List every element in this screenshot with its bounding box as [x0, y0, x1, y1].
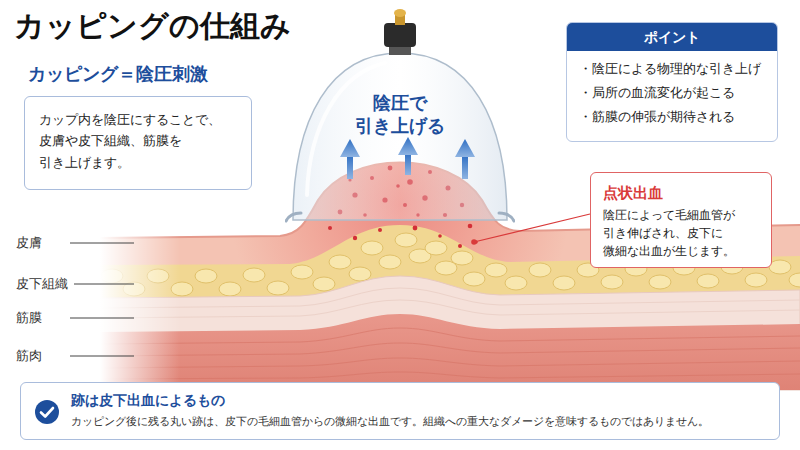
- note-text: カッピング後に残る丸い跡は、皮下の毛細血管からの微細な出血です。組織への重大なダ…: [71, 413, 769, 431]
- petechiae-box: 点状出血陰圧によって毛細血管が 引き伸ばされ、皮下に 微細な出血が生じます。: [590, 172, 772, 268]
- note-box: 跡は皮下出血によるものカッピング後に残る丸い跡は、皮下の毛細血管からの微細な出血…: [20, 382, 780, 440]
- layer-label: 筋肉: [16, 347, 42, 365]
- layer-label: 皮下組織: [16, 275, 68, 293]
- layer-label: 筋膜: [16, 309, 42, 327]
- leader-line: [70, 243, 134, 244]
- check-icon: [34, 399, 60, 425]
- point-item: ・筋膜の伸張が期待される: [567, 105, 777, 129]
- subtitle: カッピング＝陰圧刺激: [28, 62, 208, 86]
- fascia-layer: [100, 276, 800, 390]
- note-heading: 跡は皮下出血によるもの: [71, 390, 769, 410]
- point-item: ・局所の血流変化が起こる: [567, 81, 777, 105]
- info-box: カップ内を陰圧にすることで、 皮膚や皮下組織、筋膜を 引き上げます。: [24, 96, 252, 190]
- cup-label: 陰圧で 引き上げる: [335, 91, 465, 138]
- point-heading: ポイント: [567, 23, 777, 51]
- layer-label: 皮膚: [16, 234, 42, 252]
- callout-heading: 点状出血: [603, 182, 759, 204]
- muscle-layer: [100, 314, 800, 390]
- cup-shape-box: 陰圧で 引き上げる: [285, 5, 515, 230]
- leader-line: [70, 356, 134, 357]
- point-item: ・陰圧による物理的な引き上げ: [567, 57, 777, 81]
- info-text: カップ内を陰圧にすることで、 皮膚や皮下組織、筋膜を 引き上げます。: [39, 109, 237, 173]
- callout-text: 陰圧によって毛細血管が 引き伸ばされ、皮下に 微細な出血が生じます。: [603, 206, 759, 260]
- leader-line: [70, 318, 134, 319]
- leader-line: [74, 284, 134, 285]
- diagram-title: カッピングの仕組み: [14, 6, 291, 47]
- point-box: ポイント・陰圧による物理的な引き上げ・局所の血流変化が起こる・筋膜の伸張が期待さ…: [566, 22, 778, 142]
